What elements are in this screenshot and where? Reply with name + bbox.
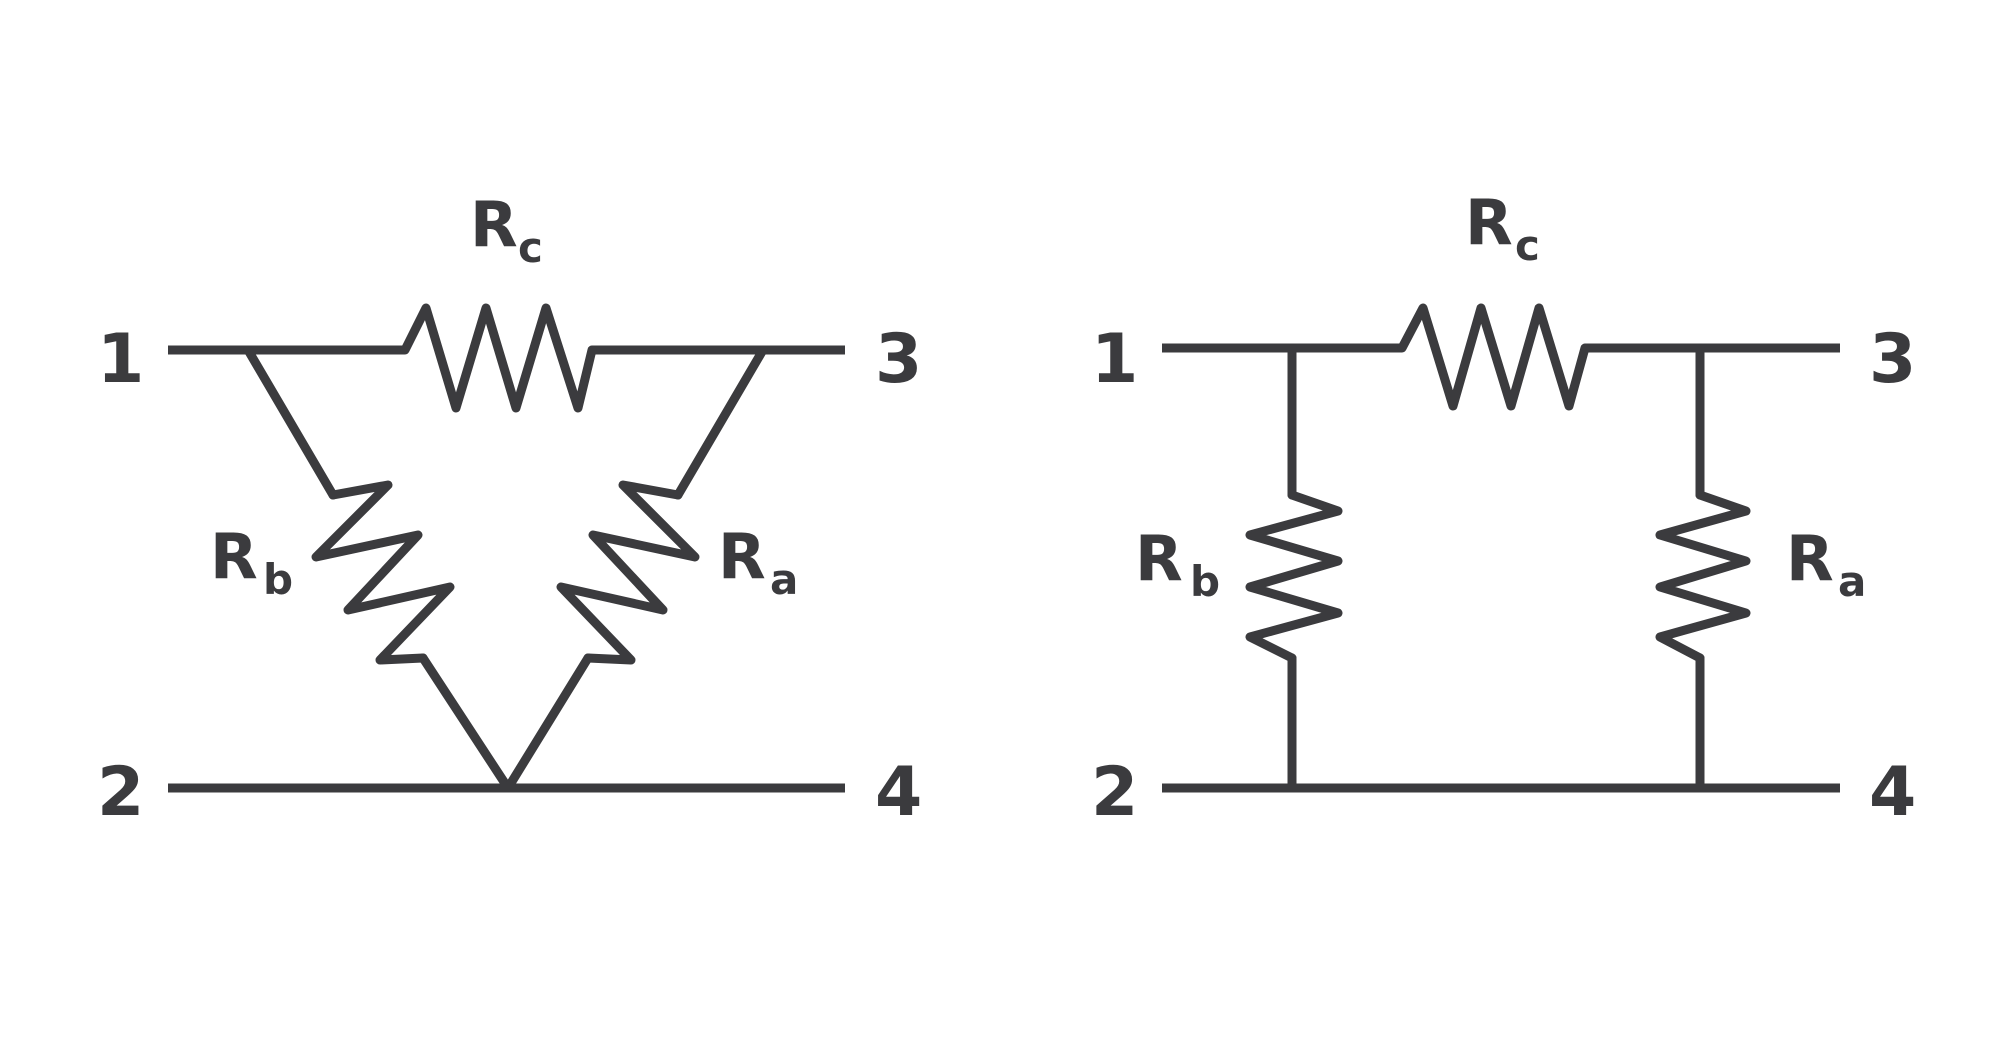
pi-network: 1 3 2 4 R c R b R a — [1091, 186, 1916, 832]
pi-label-rb: R b — [1135, 522, 1220, 606]
pi-label-rc: R c — [1465, 186, 1540, 270]
delta-ra-top-lead — [673, 345, 768, 500]
delta-label-rc: R c — [470, 188, 543, 272]
delta-rb-top-lead — [243, 345, 338, 500]
delta-terminal-2: 2 — [97, 753, 144, 832]
delta-resistor-ra — [556, 480, 700, 665]
delta-network: 1 3 2 4 R c R b R a — [97, 188, 922, 832]
delta-resistor-rb — [311, 480, 455, 665]
pi-terminal-2: 2 — [1091, 753, 1138, 832]
pi-resistor-ra — [1655, 490, 1751, 663]
delta-label-rb: R b — [210, 520, 293, 604]
delta-ra-bottom-lead — [503, 653, 593, 793]
delta-terminal-3: 3 — [875, 320, 922, 399]
delta-terminal-1: 1 — [97, 320, 144, 399]
pi-resistor-rb — [1245, 490, 1343, 663]
delta-label-ra: R a — [718, 520, 798, 604]
delta-terminal-4: 4 — [875, 753, 922, 832]
pi-label-ra: R a — [1786, 522, 1866, 606]
pi-resistor-rc — [1397, 303, 1590, 411]
pi-terminal-3: 3 — [1869, 320, 1916, 399]
pi-terminal-1: 1 — [1091, 320, 1138, 399]
delta-resistor-rc — [400, 303, 597, 413]
pi-terminal-4: 4 — [1869, 753, 1916, 832]
delta-rb-bottom-lead — [418, 653, 513, 793]
